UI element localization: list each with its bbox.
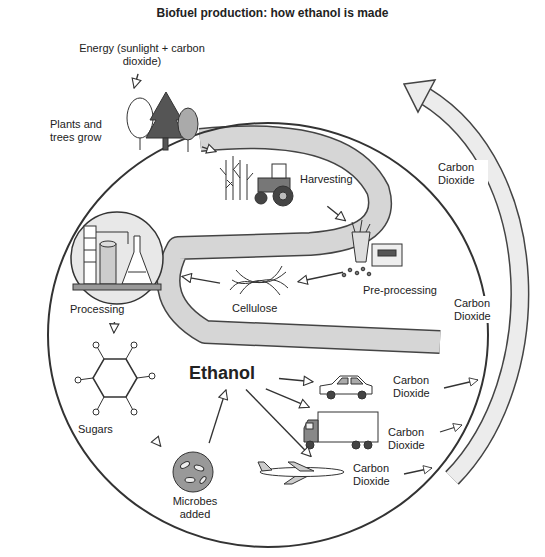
flow-arrow [113, 322, 115, 333]
truck-emission: Carbon Dioxide [300, 408, 440, 458]
stage-label: Carbon Dioxide [393, 374, 441, 399]
energy-input: Energy (sunlight + carbon dioxide) [72, 40, 214, 72]
stage-label: Carbon Dioxide [388, 426, 436, 451]
flow-arrow [134, 74, 138, 88]
preprocess-stage: Pre-processing [345, 222, 447, 300]
harvest-illustration [220, 156, 293, 206]
flow-arrow [155, 440, 161, 447]
sugars-stage: Sugars [62, 335, 160, 438]
cycle-outline [48, 123, 488, 547]
flow-arrow [246, 389, 311, 456]
stage-label: Ethanol [189, 363, 275, 384]
flow-label: Carbon Dioxide [436, 160, 488, 187]
plane-illustration [258, 462, 344, 484]
flow-arrow [182, 276, 220, 283]
preprocessing-machine [342, 220, 402, 277]
trees-illustration [127, 92, 198, 152]
sugar-molecule [75, 342, 155, 415]
stage-label: Energy (sunlight + carbon dioxide) [72, 42, 212, 67]
stage-label: Cellulose [232, 302, 294, 315]
cellulose-fibres [230, 266, 288, 295]
flow-arrow [202, 147, 216, 152]
process-band [169, 137, 440, 342]
cellulose-stage: Cellulose [222, 262, 296, 318]
stage-label: Processing [70, 303, 170, 316]
truck-illustration [304, 412, 378, 449]
flow-label: Carbon Dioxide [452, 296, 504, 323]
flow-arrow [327, 206, 345, 221]
flow-arrow [298, 272, 343, 282]
microbes-stage: Microbes added [162, 445, 228, 530]
processing-stage: Processing [55, 210, 180, 320]
car-emission: Carbon Dioxide [315, 368, 443, 408]
harvest-stage: Harvesting [218, 148, 362, 205]
stage-label: Carbon Dioxide [353, 462, 401, 487]
carbon-cycle-arrow [404, 80, 520, 478]
flow-arrow [279, 379, 313, 382]
stage-label: Microbes added [168, 495, 222, 520]
product-label: Ethanol [185, 360, 277, 388]
flow-arrow [266, 389, 309, 407]
plane-emission: Carbon Dioxide [255, 458, 403, 492]
flow-arrow [209, 390, 226, 443]
processing-plant [71, 212, 163, 304]
stage-label: Plants and trees grow [50, 118, 112, 143]
stage-label: Harvesting [300, 173, 360, 186]
diagram-title: Biofuel production: how ethanol is made [0, 6, 545, 20]
microbes-dish [173, 452, 213, 492]
growth-stage: Plants and trees grow [50, 90, 200, 152]
stage-label: Pre-processing [363, 284, 445, 297]
car-illustration [320, 376, 372, 399]
stage-label: Sugars [78, 423, 148, 436]
